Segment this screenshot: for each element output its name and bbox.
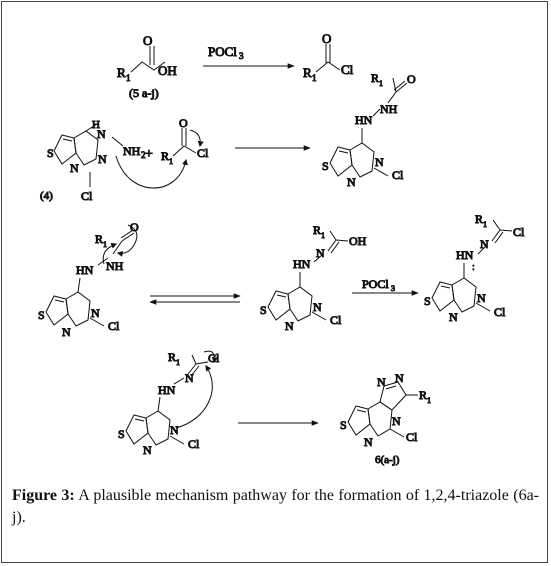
svg-text:R: R [95,232,103,246]
svg-text:OH: OH [158,63,177,78]
svg-text:N: N [62,325,71,339]
svg-text:1: 1 [321,231,325,240]
svg-text:N: N [477,291,486,305]
svg-text:3: 3 [391,284,395,293]
svg-text:1: 1 [103,240,107,249]
compound-4-label: (4) [40,190,53,202]
svg-text:N: N [449,310,458,324]
svg-text:N: N [313,300,322,314]
svg-text:1: 1 [176,358,180,367]
svg-text:1: 1 [427,396,431,405]
cyclisation-intermediate: S N N HN N R 1 Cl Cl [118,350,221,458]
svg-text:S: S [260,303,267,317]
thienopyrimidine-hydrazine-4: S N N H N NH 2 Cl (4) [40,119,147,204]
svg-text:N: N [285,319,294,333]
svg-text:Cl: Cl [108,319,120,333]
svg-text:N: N [185,371,194,385]
plus-sign: + [145,147,153,162]
svg-text:S: S [118,427,125,441]
svg-text:Cl: Cl [188,437,200,451]
svg-text:Cl: Cl [494,305,506,319]
svg-text:1: 1 [126,73,131,83]
svg-text:R: R [117,65,126,80]
svg-text:HN: HN [76,263,94,277]
svg-text:S: S [47,146,54,160]
svg-text:O: O [322,31,331,46]
acid-chloride-reactant: O R 1 Cl [161,116,210,167]
svg-text:S: S [340,418,347,432]
svg-text:Cl: Cl [81,189,93,203]
svg-text:Cl: Cl [341,62,354,77]
svg-text:1: 1 [483,220,487,229]
svg-text:O: O [179,116,188,130]
svg-text:N: N [70,161,79,175]
svg-text:S: S [38,308,45,322]
svg-text:Cl: Cl [392,168,404,182]
svg-text:S: S [424,294,431,308]
triazole-product-6: S N N N N R 1 Cl 6(a-j) [340,371,432,467]
svg-text:Cl: Cl [406,430,418,444]
svg-text:HN: HN [355,113,373,127]
svg-text:1: 1 [312,73,317,83]
svg-text:1: 1 [169,157,173,166]
svg-text:R: R [303,65,312,80]
svg-text:Cl: Cl [330,313,342,327]
caption-text: A plausible mechanism pathway for the fo… [12,487,540,526]
svg-text:R: R [313,223,321,237]
figure-label: Figure 3: [12,487,75,504]
svg-text:O: O [143,33,152,48]
svg-text:2: 2 [141,150,146,160]
svg-text:Cl: Cl [197,146,209,160]
compound-5-label: (5 a-j) [129,86,159,100]
figure-caption: Figure 3: A plausible mechanism pathway … [12,485,539,529]
svg-text:N: N [143,443,152,457]
svg-text:OH: OH [349,234,367,248]
svg-text:N: N [170,423,179,437]
reagent-pocl3-top: POCl 3 [208,44,245,62]
svg-text:NH: NH [123,144,141,158]
svg-text:O: O [130,220,139,234]
svg-text:NH: NH [106,259,124,273]
hydrazide-intermediate: S N N HN NH O R 1 Cl [322,71,417,190]
equilibrium-arrows [149,293,241,305]
svg-text:H: H [92,119,100,131]
svg-text:HN: HN [293,257,311,271]
svg-text:1: 1 [379,79,383,88]
svg-text:R: R [419,388,427,402]
nucleophilic-attack-arrow [115,155,188,189]
svg-text:N: N [91,306,100,320]
compound-6-label: 6(a-j) [375,454,400,466]
svg-text:S: S [322,159,329,173]
svg-text:POCl: POCl [208,44,237,59]
acid-chloride-product: O R 1 Cl [303,31,355,84]
svg-text:HN: HN [158,383,176,397]
svg-text:N: N [395,371,404,385]
svg-text:N: N [347,175,356,189]
svg-text:3: 3 [239,51,244,61]
reaction-scheme: O R 1 OH (5 a-j) POCl 3 O R 1 Cl S N N H… [38,31,526,467]
imidoyl-chloride-intermediate: S N N : HN N R 1 Cl Cl [424,212,526,325]
svg-text:N: N [98,152,107,166]
svg-text:R: R [168,350,176,364]
svg-text:R: R [475,212,483,226]
svg-text:N: N [480,237,489,251]
svg-text:R: R [371,71,379,85]
svg-text:N: N [377,375,386,389]
svg-text:N: N [364,435,373,449]
reagent-pocl3-middle: POCl 3 [362,277,396,294]
hydrazide-attacking: S N N HN NH R 1 O Cl [38,220,140,340]
svg-text:N: N [392,414,401,428]
hydrazonic-acid-tautomer: S N N HN N R 1 OH Cl [260,223,368,334]
svg-text:O: O [407,72,416,86]
svg-text:N: N [375,155,384,169]
svg-text::: : [472,262,475,273]
svg-text:N: N [97,127,106,141]
svg-text:NH: NH [380,102,398,116]
svg-text:R: R [161,149,169,163]
svg-text:N: N [316,246,325,260]
svg-text:POCl: POCl [362,277,389,291]
carboxylic-acid-5: O R 1 OH (5 a-j) [117,33,178,101]
svg-text:Cl: Cl [513,225,525,239]
svg-text:HN: HN [456,248,474,262]
